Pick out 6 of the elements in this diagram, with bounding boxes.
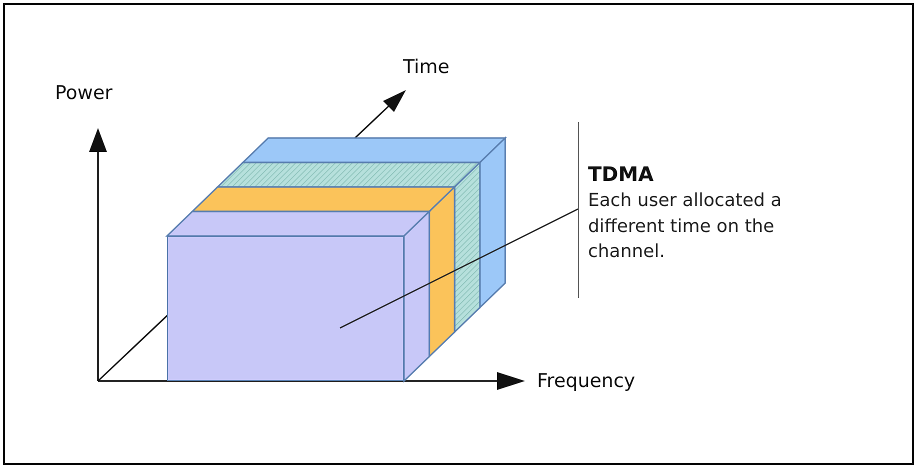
axis-label: Time: [403, 56, 450, 78]
axis-label: Power: [55, 82, 112, 104]
leader-line: [340, 208, 578, 329]
callout-title: TDMA: [588, 162, 655, 186]
axis-label: Frequency: [537, 370, 636, 392]
callout-description: Each user allocated a different time on the channel.: [588, 189, 783, 264]
